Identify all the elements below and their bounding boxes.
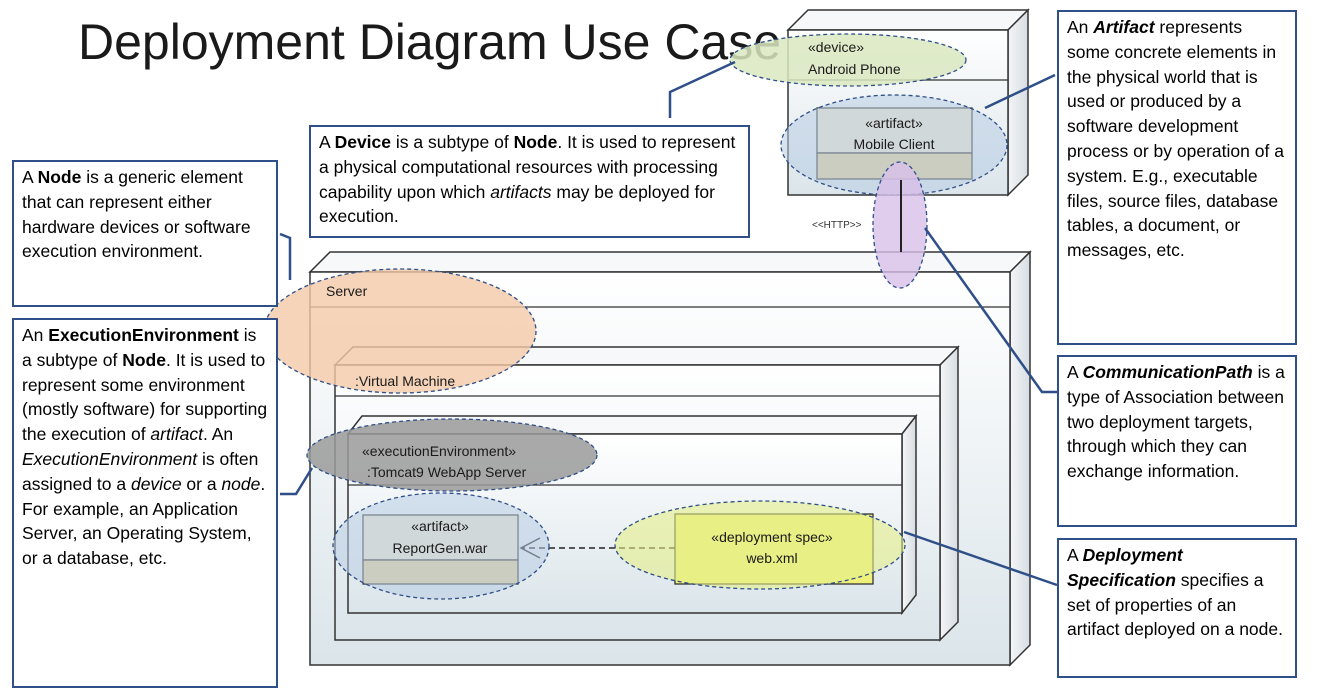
exec-env-note-text: . For example, an Application Server, an… (22, 473, 266, 569)
node-highlight-ellipse (263, 268, 537, 394)
artifact-callout-line (984, 73, 1056, 110)
comm-path-note-text: is a type of Association between two dep… (1067, 362, 1285, 482)
tomcat-stereotype: «executionEnvironment» (362, 443, 516, 459)
artifact-note: An Artifact represents some concrete ele… (1057, 10, 1297, 345)
spec-stereotype: «deployment spec» (711, 529, 833, 545)
device-note-term: Device (334, 132, 392, 152)
comm-path-note-term: CommunicationPath (1082, 362, 1253, 382)
device-note-text: is a subtype of (391, 132, 514, 152)
device-callout-line (668, 60, 736, 118)
exec-env-note-text: is a subtype of (22, 325, 257, 370)
page-title: Deployment Diagram Use Case (78, 14, 782, 70)
device-note-text: may be deployed for execution. (319, 181, 715, 227)
mobile-name: Mobile Client (854, 136, 935, 152)
exec-env-note-emphasis: device (130, 473, 182, 494)
exec-env-note-term: Node (122, 349, 166, 370)
phone-node-top (786, 9, 1030, 31)
exec-env-note-emphasis: artifact (150, 424, 203, 445)
artifact-note-text: represents some concrete elements in the… (1067, 17, 1284, 261)
device-note: A Device is a subtype of Node. It is use… (309, 125, 750, 238)
exec-env-highlight-ellipse (306, 418, 598, 492)
phone-name: Android Phone (808, 61, 901, 77)
device-note-emphasis: artifacts (490, 181, 552, 202)
comm-path-note-text: A (1067, 362, 1083, 382)
tomcat-node-side (901, 413, 917, 616)
node-note-term: Node (37, 167, 82, 187)
device-note-text: . It is used to represent a physical com… (319, 132, 736, 202)
node-note: A Node is a generic element that can rep… (12, 160, 278, 307)
deploy-spec-note: A Deployment Specification specifies a s… (1057, 538, 1297, 678)
http-label: <<HTTP>> (812, 220, 862, 231)
exec-env-note-text: An (22, 325, 49, 345)
node-note-text: A (22, 167, 38, 187)
exec-env-note: An ExecutionEnvironment is a subtype of … (12, 318, 278, 688)
vm-node-side (939, 345, 959, 642)
tomcat-name: :Tomcat9 WebApp Server (367, 464, 527, 480)
artifact-highlight-ellipse (780, 94, 1008, 196)
deploy-spec-callout-line (903, 530, 1058, 587)
device-highlight-ellipse (729, 33, 967, 87)
device-note-text: A (319, 132, 335, 152)
artifact-note-text: An (1067, 17, 1094, 37)
deploy-spec-note-term: Deployment Specification (1067, 545, 1183, 590)
exec-env-note-text: . It is used to represent some environme… (22, 349, 268, 445)
exec-env-note-emphasis: node (221, 473, 261, 494)
exec-env-note-text: . An (202, 424, 234, 445)
war-highlight-ellipse (332, 492, 550, 600)
spec-name: web.xml (745, 550, 797, 566)
node-note-text: is a generic element that can represent … (22, 167, 251, 262)
war-name: ReportGen.war (393, 540, 488, 556)
exec-env-note-text: is often assigned to a (22, 448, 259, 494)
war-stereotype: «artifact» (411, 518, 469, 534)
mobile-stereotype: «artifact» (865, 115, 923, 131)
device-note-term: Node (513, 132, 558, 152)
node-callout-line (279, 232, 292, 280)
deploy-spec-note-text: A (1067, 545, 1083, 565)
comm-path-callout-line (923, 227, 1057, 394)
spec-highlight-ellipse (614, 500, 906, 590)
comm-path-note: A CommunicationPath is a type of Associa… (1057, 355, 1297, 527)
exec-env-note-text: or a (181, 473, 222, 494)
server-name: Server (326, 283, 368, 299)
phone-node-side (1007, 8, 1029, 197)
server-node-side (1009, 250, 1031, 667)
exec-env-note-term: ExecutionEnvironment (48, 325, 239, 345)
artifact-note-term: Artifact (1093, 17, 1155, 37)
phone-stereotype: «device» (808, 39, 864, 55)
vm-name: :Virtual Machine (355, 373, 455, 389)
exec-env-note-emphasis: ExecutionEnvironment (22, 448, 198, 469)
exec-env-callout-line (280, 467, 314, 496)
deploy-spec-note-text: specifies a set of properties of an arti… (1067, 569, 1283, 640)
